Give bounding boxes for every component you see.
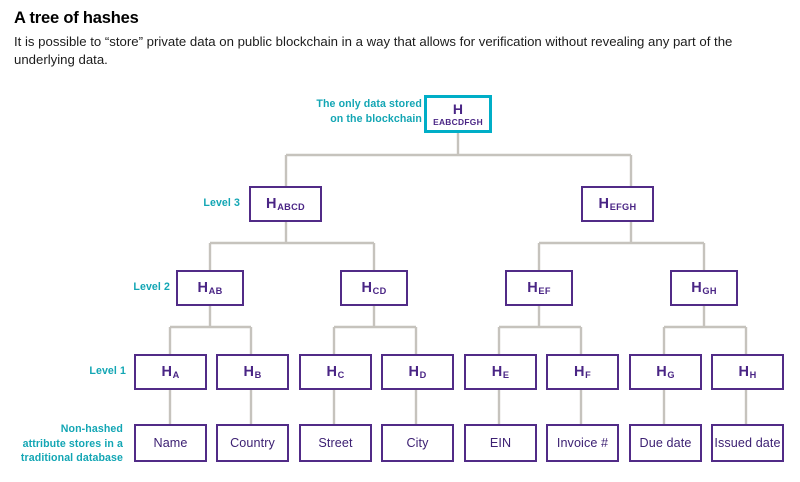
hash-subscript: AB <box>208 286 223 297</box>
leaf-annotation-line3: traditional database <box>20 452 123 464</box>
level2-label: Level 2 <box>133 281 170 293</box>
leaf-annotation: Non-hashed attribute stores in a traditi… <box>10 422 123 466</box>
hash-subscript: F <box>585 370 592 381</box>
attribute-box-due-date[interactable]: Due date <box>629 424 702 462</box>
root-annotation-line2: on the blockchain <box>330 112 422 125</box>
hash-main: H <box>656 363 667 380</box>
attribute-box-ein[interactable]: EIN <box>464 424 537 462</box>
attribute-box-issued-date[interactable]: Issued date <box>711 424 784 462</box>
hash-main: H <box>197 279 209 296</box>
root-annotation: The only data stored on the blockchain <box>300 97 422 126</box>
hash-subscript: ABCD <box>277 202 305 213</box>
hash-main: H <box>266 195 277 212</box>
hash-main: H <box>408 363 420 380</box>
hash-main: H <box>326 363 338 380</box>
hash-subscript: C <box>337 370 345 381</box>
hash-main: H <box>598 195 610 212</box>
attribute-box-country[interactable]: Country <box>216 424 289 462</box>
hash-subscript: EFGH <box>609 202 637 213</box>
attribute-box-street[interactable]: Street <box>299 424 372 462</box>
hash-subscript: A <box>172 370 180 381</box>
hash-subscript: CD <box>372 286 387 297</box>
attribute-box-invoice-number[interactable]: Invoice # <box>546 424 619 462</box>
page-title: A tree of hashes <box>14 9 139 27</box>
hash-subscript: GH <box>702 286 717 297</box>
hash-main: H <box>573 363 585 380</box>
hash-subscript: B <box>254 370 262 381</box>
page-subtitle: It is possible to “store” private data o… <box>14 34 733 67</box>
hash-subscript: H <box>749 370 757 381</box>
root-annotation-line1: The only data stored <box>316 98 422 110</box>
attribute-box-city[interactable]: City <box>381 424 454 462</box>
hash-main: H <box>361 279 373 296</box>
header: A tree of hashes It is possible to “stor… <box>14 8 790 68</box>
hash-main: H <box>691 279 702 296</box>
hash-subscript: E <box>502 370 510 381</box>
hash-subscript: EABCDFGH <box>433 116 483 127</box>
hash-main: H <box>491 363 503 380</box>
leaf-annotation-line1: Non-hashed <box>60 423 123 435</box>
hash-main: H <box>452 100 464 117</box>
hash-main: H <box>243 363 255 380</box>
hash-subscript: EF <box>538 286 551 297</box>
hash-subscript: G <box>667 370 675 381</box>
leaf-annotation-line2: attribute stores in a <box>22 437 123 450</box>
hash-main: H <box>527 279 538 296</box>
hash-main: H <box>738 363 750 380</box>
hash-subscript: D <box>419 370 427 381</box>
attribute-box-name[interactable]: Name <box>134 424 207 462</box>
level1-label: Level 1 <box>89 365 126 377</box>
level3-label: Level 3 <box>203 197 240 209</box>
hash-main: H <box>161 363 173 380</box>
